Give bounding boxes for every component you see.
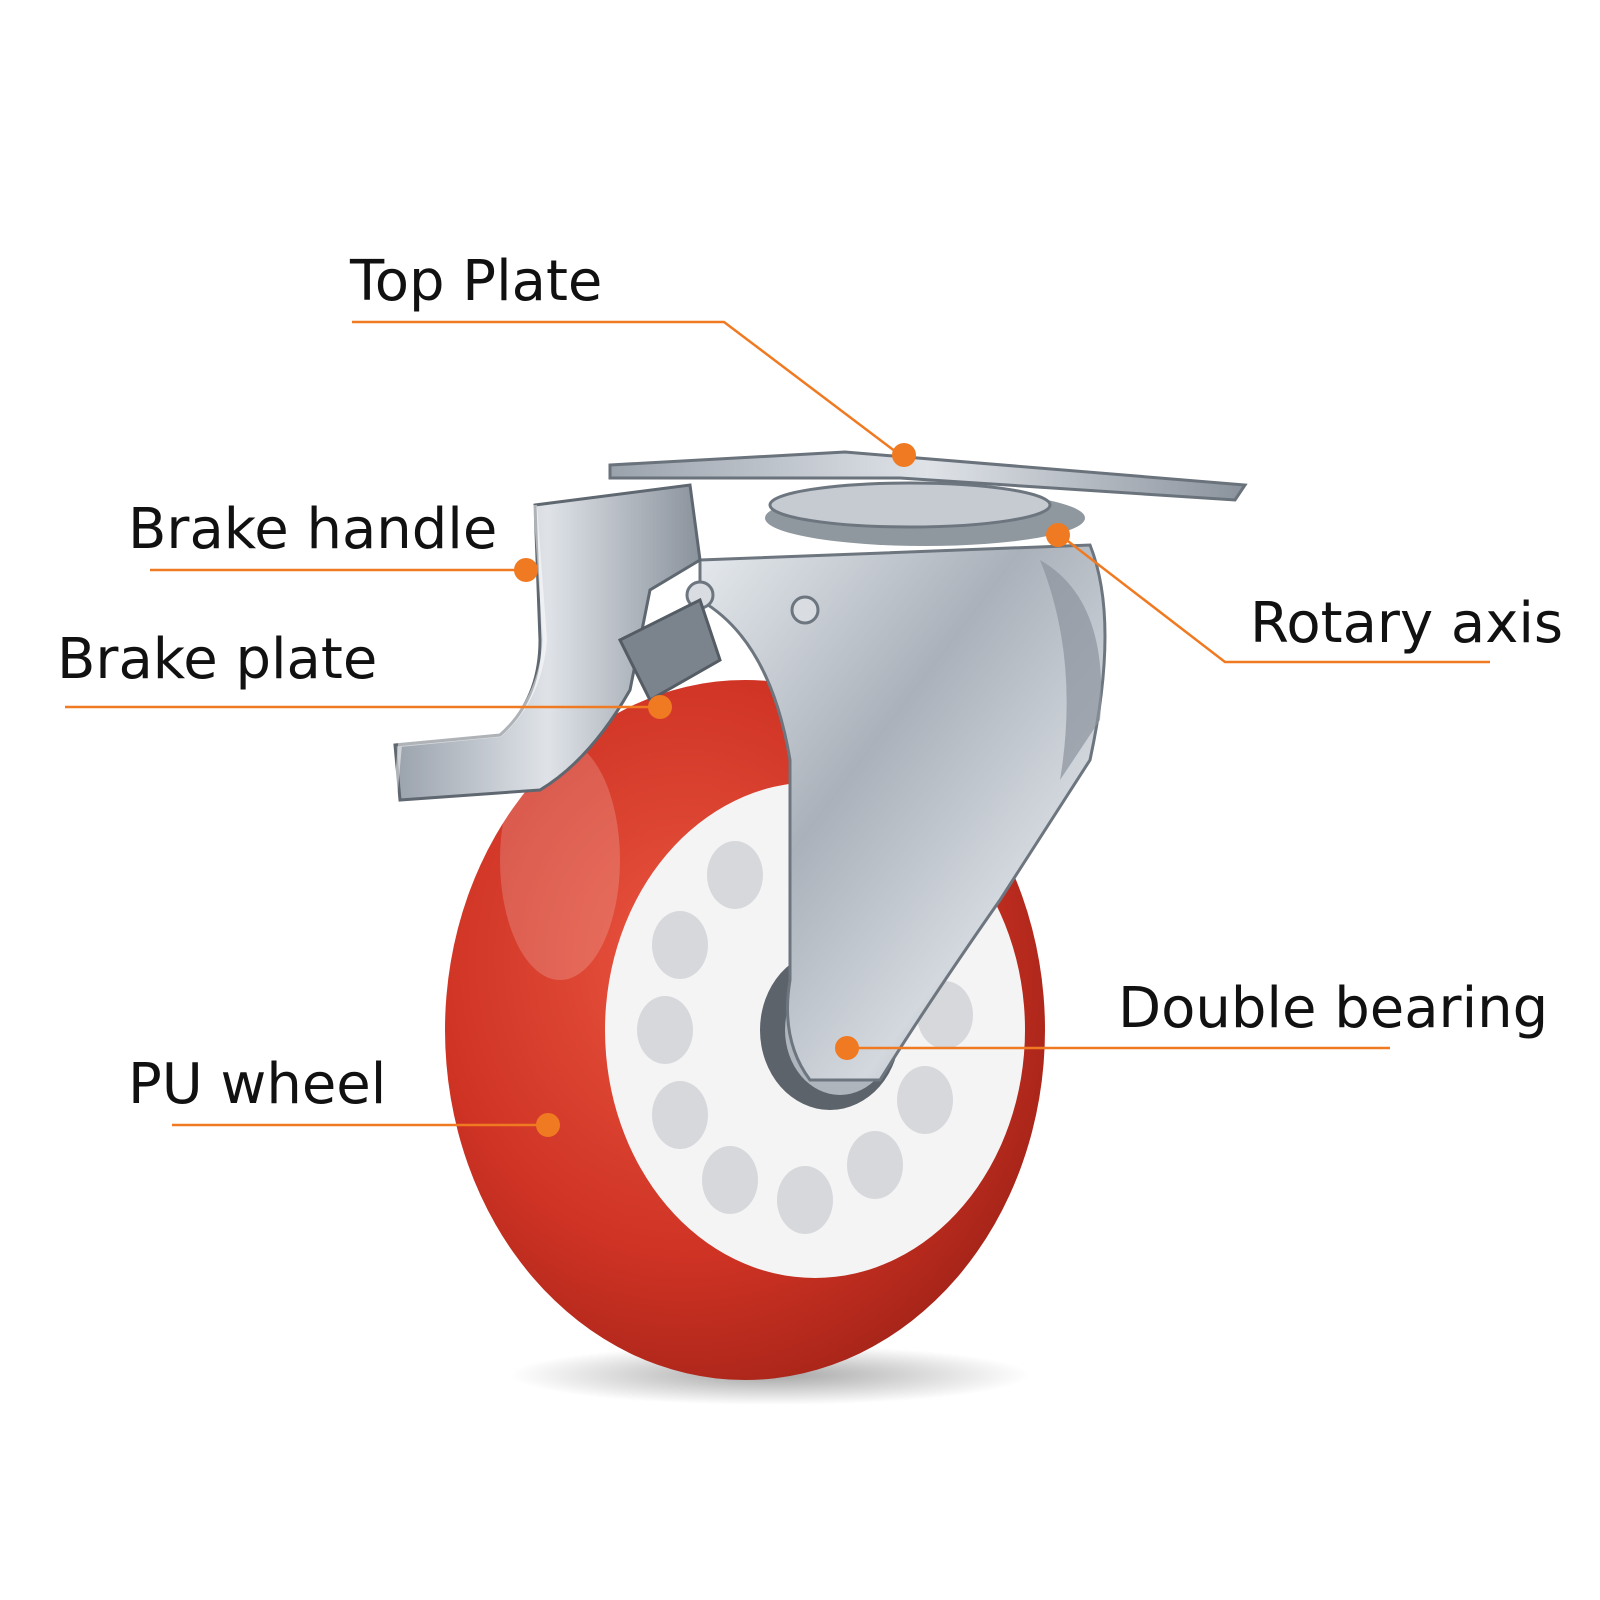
label-double-bearing: Double bearing [1118,976,1548,1041]
marker-dot-brake-plate [648,695,672,719]
leader-line-rotary-axis [1059,534,1490,664]
label-brake-plate: Brake plate [57,627,377,692]
marker-dot-pu-wheel [536,1113,560,1137]
marker-dot-top-plate [892,443,916,467]
marker-dot-brake-handle [514,558,538,582]
label-brake-handle: Brake handle [128,497,497,562]
rotary-axis-part [765,481,1085,546]
leader-lines [65,320,1490,1127]
label-rotary-axis: Rotary axis [1250,591,1563,656]
brake-plate-part [617,597,722,703]
marker-dot-double-bearing [835,1036,859,1060]
top-plate-part [608,450,1248,502]
brake-handle-part [393,483,702,802]
rivet [790,595,820,625]
label-pu-wheel: PU wheel [128,1052,386,1117]
wheel-highlight [500,740,620,980]
hub-holes [637,841,973,1234]
marker-dots [514,443,1070,1137]
label-top-plate: Top Plate [349,249,602,314]
marker-dot-rotary-axis [1046,523,1070,547]
caster-fork [685,543,1107,1082]
leader-line-top-plate [352,320,901,456]
